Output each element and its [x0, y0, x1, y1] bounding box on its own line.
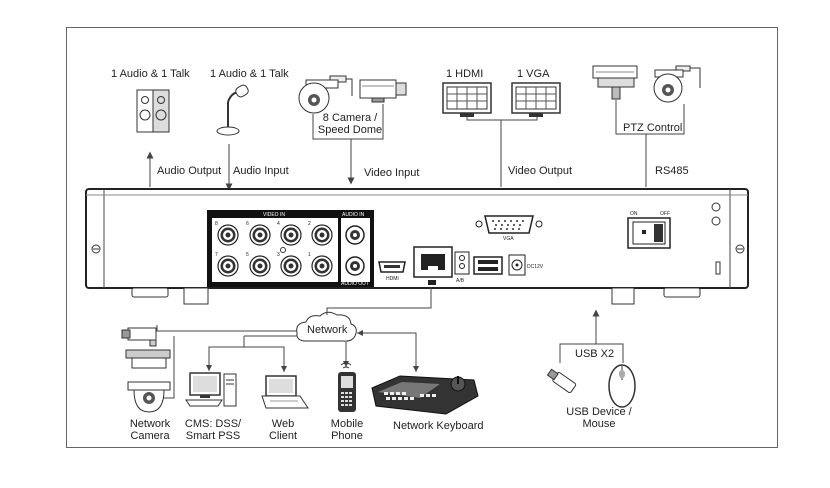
diagram-frame [66, 27, 778, 448]
hdmi-port [378, 261, 406, 273]
mobile-phone-label-line1: Mobile [330, 418, 364, 430]
web-client-label-line2: Client [268, 430, 298, 442]
bnc-number: 3 [277, 252, 280, 258]
mobile-phone-icon [338, 362, 356, 412]
hdmi-monitor-icon [442, 82, 492, 117]
bnc-number: 2 [308, 221, 311, 227]
vga-monitor-label: 1 VGA [517, 68, 550, 80]
audio-out-label: AUDIO OUT [341, 281, 369, 287]
usb-x2-label: USB X2 [575, 348, 615, 360]
audio-in-label: AUDIO IN [342, 212, 365, 218]
rs485-label: RS485 [655, 165, 689, 177]
usb-device-label-line1: USB Device / [566, 406, 632, 418]
bnc-number: 1 [308, 252, 311, 258]
vga-port-label: VGA [503, 236, 514, 242]
bnc-connector [311, 224, 333, 246]
ab-label: A/B [456, 278, 465, 284]
bnc-number: 6 [246, 221, 249, 227]
lan-to-network-line [326, 287, 432, 315]
audio-output-label: Audio Output [157, 165, 222, 177]
bnc-number: 8 [215, 221, 218, 227]
bnc-connector [249, 224, 271, 246]
vga-port [475, 215, 543, 234]
bnc-number: 5 [246, 252, 249, 258]
ptz-control-label: PTZ Control [623, 122, 683, 134]
box-camera-icon [359, 79, 407, 103]
bnc-number: 7 [215, 252, 218, 258]
network-camera-label-line2: Camera [130, 430, 170, 442]
web-client-label-line1: Web [271, 418, 295, 430]
video-audio-connector-block [207, 210, 374, 287]
bnc-number: 4 [277, 221, 280, 227]
network-keyboard-label: Network Keyboard [393, 420, 484, 432]
ptz-dome-camera-icon [653, 65, 701, 103]
network-camera-label-line1: Network [129, 418, 171, 430]
laptop-icon [261, 375, 309, 409]
network-keyboard-icon [371, 375, 479, 415]
video-in-label: VIDEO IN [263, 212, 285, 218]
network-label: Network [307, 324, 348, 336]
usb-device-label-line2: Mouse [582, 418, 616, 430]
network-camera-icon [121, 327, 171, 413]
speaker-label: 1 Audio & 1 Talk [111, 68, 190, 80]
rs485-port [454, 251, 470, 275]
video-input-label: Video Input [364, 167, 420, 179]
bnc-connector [217, 255, 239, 277]
power-switch [627, 217, 671, 249]
speed-dome-camera-icon [298, 75, 353, 114]
usb-ports [473, 256, 503, 275]
vga-monitor-icon [511, 82, 561, 117]
bnc-connector [311, 255, 333, 277]
bnc-connector [249, 255, 271, 277]
video-output-label: Video Output [508, 165, 573, 177]
network-to-camera-line [156, 325, 297, 332]
switch-on-label: ON [630, 211, 638, 217]
lan-port [413, 246, 453, 285]
bnc-connector [280, 255, 302, 277]
microphone-icon [216, 84, 249, 136]
bnc-connector [217, 224, 239, 246]
speaker-icon [136, 89, 170, 133]
mobile-phone-label-line2: Phone [331, 430, 363, 442]
usb-stick-icon [546, 368, 577, 394]
microphone-label: 1 Audio & 1 Talk [210, 68, 289, 80]
cms-label-line2: Smart PSS [185, 430, 241, 442]
hdmi-port-label: HDMI [386, 276, 399, 282]
cms-label-line1: CMS: DSS/ [184, 418, 242, 430]
camera-label-line2: Speed Dome [317, 124, 383, 136]
ptz-box-camera-icon [592, 65, 638, 100]
bnc-connector [280, 224, 302, 246]
pc-workstation-icon [185, 372, 237, 407]
mouse-icon [608, 364, 636, 408]
camera-label-line1: 8 Camera / [322, 112, 378, 124]
hdmi-monitor-label: 1 HDMI [446, 68, 484, 80]
switch-off-label: OFF [660, 211, 670, 217]
dc-power-label: DC12V [527, 264, 544, 270]
audio-input-label: Audio Input [233, 165, 289, 177]
dc-power-port [508, 254, 526, 276]
